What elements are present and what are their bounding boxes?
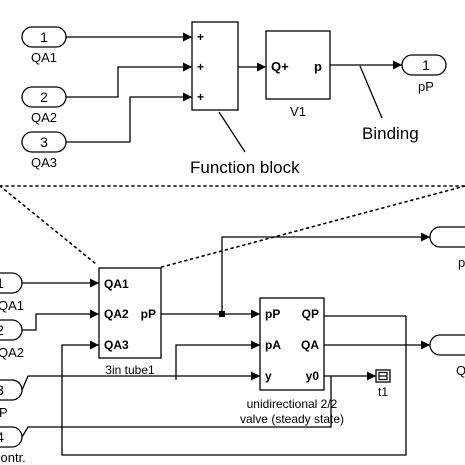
top-inport-2-number: 2 xyxy=(40,89,48,105)
terminator-label: t1 xyxy=(378,385,388,399)
top-inport-1-label: QA1 xyxy=(31,50,57,65)
top-wire-qa3 xyxy=(66,92,192,143)
bottom-inport-4-number: 4 xyxy=(0,429,4,445)
top-inport-2-label: QA2 xyxy=(31,110,57,125)
zoom-line-left xyxy=(0,185,97,265)
wire-qa2 xyxy=(22,309,99,331)
bottom-inport-1-number: 1 xyxy=(0,275,4,291)
bottom-inport-3-label: P xyxy=(0,405,8,420)
v1-output-label: p xyxy=(314,59,322,74)
bottom-outport-q[interactable] xyxy=(429,334,465,356)
top-inport-1[interactable]: 1 xyxy=(21,26,67,48)
bottom-outport-p[interactable] xyxy=(429,226,465,248)
valve-name-line-2: valve (steady state) xyxy=(240,412,344,426)
bottom-inport-4[interactable]: 4 xyxy=(0,426,23,448)
wire-contr xyxy=(21,376,332,438)
sum-block[interactable]: + + + xyxy=(191,21,239,111)
top-outport-label: pP xyxy=(418,79,434,94)
valve-output-y0-label: y0 xyxy=(306,369,320,383)
tube-input-qa2-label: QA2 xyxy=(104,307,129,321)
bottom-inport-1[interactable]: 1 xyxy=(0,272,23,294)
valve-block[interactable]: pP pA y QP QA y0 xyxy=(259,297,325,391)
top-inport-3-number: 3 xyxy=(40,134,48,150)
top-wire-qa2 xyxy=(66,62,192,98)
bottom-inport-2[interactable]: 2 xyxy=(0,319,23,341)
function-block-pointer xyxy=(218,111,246,153)
wire-pp-to-outport xyxy=(221,232,430,314)
sum-sign-3: + xyxy=(197,90,204,104)
bottom-inport-1-label: QA1 xyxy=(0,298,24,313)
zoom-line-right xyxy=(157,185,465,269)
bottom-inport-2-number: 2 xyxy=(0,322,4,338)
tube-output-pp-label: pP xyxy=(141,307,156,321)
top-outport-number: 1 xyxy=(422,57,430,73)
wire-y xyxy=(21,371,260,391)
valve-input-pa-label: pA xyxy=(265,338,281,352)
sum-sign-1: + xyxy=(197,30,204,44)
top-inport-1-number: 1 xyxy=(40,29,48,45)
top-outport[interactable]: 1 xyxy=(401,54,447,76)
v1-block-name: V1 xyxy=(290,104,306,119)
valve-output-qp-label: QP xyxy=(302,307,319,321)
bottom-inport-2-label: QA2 xyxy=(0,345,24,360)
valve-output-qa-label: QA xyxy=(301,338,319,352)
bottom-inport-4-label: contr. xyxy=(0,450,26,465)
v1-block[interactable]: Q+ p xyxy=(265,30,331,100)
valve-input-y-label: y xyxy=(265,369,272,383)
tube-input-qa3-label: QA3 xyxy=(104,338,129,352)
valve-name-line-1: unidirectional 2/2 xyxy=(247,397,338,411)
wire-qa3-feedback xyxy=(61,316,407,456)
tube-input-qa1-label: QA1 xyxy=(104,277,129,291)
top-inport-3-label: QA3 xyxy=(31,155,57,170)
bottom-outport-q-label: Q xyxy=(456,363,465,378)
sum-sign-2: + xyxy=(197,60,204,74)
top-inport-3[interactable]: 3 xyxy=(21,131,67,153)
tube-block[interactable]: QA1 QA2 QA3 pP xyxy=(98,267,162,359)
top-inport-2[interactable]: 2 xyxy=(21,86,67,108)
bottom-inport-3[interactable]: 3 xyxy=(0,379,23,401)
terminator-block[interactable] xyxy=(375,369,391,383)
valve-input-pp-label: pP xyxy=(265,307,280,321)
function-block-annotation: Function block xyxy=(190,158,300,177)
binding-pointer xyxy=(359,65,383,119)
bottom-inport-3-number: 3 xyxy=(0,382,4,398)
binding-annotation: Binding xyxy=(362,124,419,143)
bottom-outport-p-label: p xyxy=(458,255,465,270)
wire-pa xyxy=(175,340,260,380)
v1-input-label: Q+ xyxy=(271,59,289,74)
tube-block-name: 3in tube1 xyxy=(105,363,155,377)
